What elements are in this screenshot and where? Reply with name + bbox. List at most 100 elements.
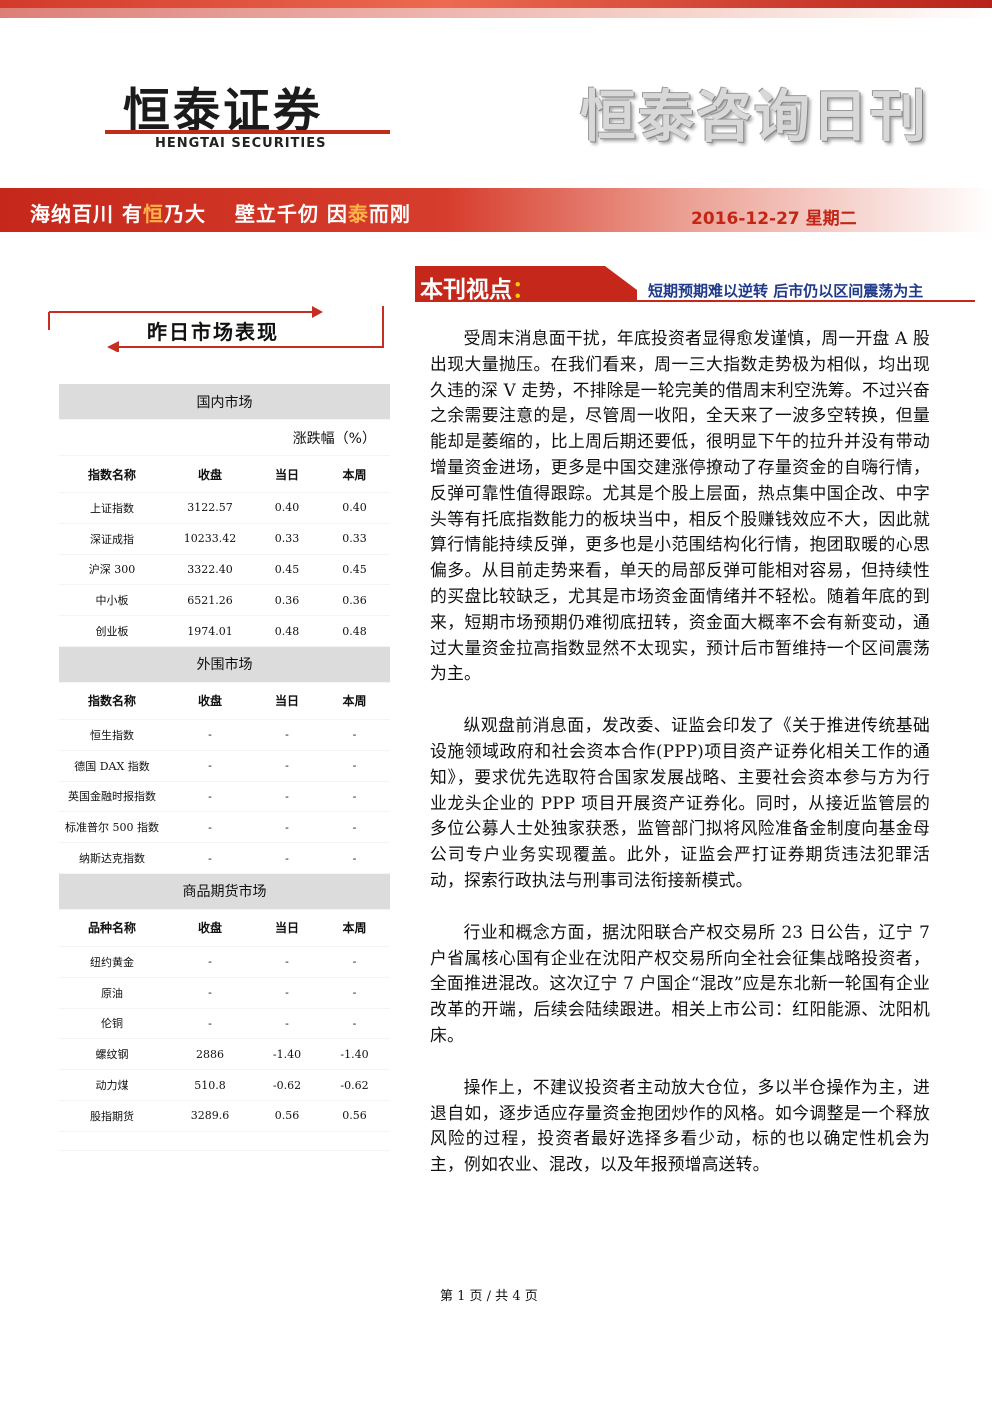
slogan: 海纳百川 有恒乃大 壁立千仞 因泰而刚: [30, 198, 411, 227]
table-cell: -: [255, 946, 319, 978]
column-header: 当日: [255, 909, 319, 947]
article-body: 受周末消息面干扰，年底投资者显得愈发谨慎，周一开盘 A 股出现大量抛压。在我们看…: [430, 326, 930, 1204]
table-cell: 0.33: [255, 523, 319, 555]
column-header: 指数名称: [59, 682, 165, 720]
table-cell: -: [319, 719, 390, 751]
section-title-row: 外围市场: [59, 646, 390, 683]
article-paragraph: 操作上，不建议投资者主动放大仓位，多以半仓操作为主，进退自如，逐步适应存量资金抱…: [430, 1076, 930, 1175]
table-cell: -: [255, 977, 319, 1009]
table-cell: -: [319, 750, 390, 782]
table-row: 纽约黄金---: [59, 946, 390, 978]
top-accent-fade: [0, 8, 992, 18]
hengtai-logo: 恒泰证券 HENGTAI SECURITIES: [105, 72, 390, 162]
publication-title: 恒泰咨询日刊: [580, 85, 928, 150]
table-cell: -: [165, 781, 255, 813]
table-row: 德国 DAX 指数---: [59, 750, 390, 782]
table-cell: 3289.6: [165, 1100, 255, 1132]
article-paragraph: 受周末消息面干扰，年底投资者显得愈发谨慎，周一开盘 A 股出现大量抛压。在我们看…: [430, 328, 930, 684]
panel-frame-arrows: [48, 306, 384, 352]
table-cell: 创业板: [59, 615, 165, 647]
table-cell: -0.62: [319, 1069, 390, 1101]
table-cell: -: [319, 781, 390, 813]
table-cell: -: [255, 1008, 319, 1040]
table-cell: 0.36: [319, 584, 390, 617]
table-cell: 0.56: [255, 1100, 319, 1132]
table-cell: 标准普尔 500 指数: [59, 811, 165, 844]
table-cell: -: [255, 781, 319, 813]
column-header: 收盘: [165, 682, 255, 720]
viewpoint-header-bg: [415, 266, 975, 302]
spacer-cell: [59, 1131, 390, 1151]
table-cell: -: [165, 842, 255, 874]
table-cell: 3122.57: [165, 492, 255, 524]
table-row: 纳斯达克指数---: [59, 842, 390, 874]
table-cell: 0.48: [319, 615, 390, 647]
section-title: 商品期货市场: [59, 873, 390, 910]
column-header: 收盘: [165, 909, 255, 947]
viewpoint-headline: 短期预期难以逆转 后市仍以区间震荡为主: [648, 282, 924, 300]
article-paragraph: 行业和概念方面，据沈阳联合产权交易所 23 日公告，辽宁 7 户省属核心国有企业…: [430, 921, 930, 1045]
table-cell: 3322.40: [165, 554, 255, 586]
table-cell: -: [319, 842, 390, 874]
top-accent-bar: [0, 0, 992, 8]
table-row: 伦铜---: [59, 1008, 390, 1040]
viewpoint-label: 本刊视点：: [420, 270, 535, 304]
table-cell: 0.36: [255, 584, 319, 617]
section-title-row: 商品期货市场: [59, 873, 390, 910]
table-cell: 恒生指数: [59, 719, 165, 751]
section-title: 外围市场: [59, 646, 390, 683]
table-cell: 2886: [165, 1038, 255, 1071]
table-cell: -: [319, 1008, 390, 1040]
table-cell: 股指期货: [59, 1100, 165, 1132]
table-cell: 6521.26: [165, 584, 255, 617]
table-cell: 德国 DAX 指数: [59, 750, 165, 782]
brand-name-en: HENGTAI SECURITIES: [155, 136, 327, 151]
column-header: 收盘: [165, 455, 255, 493]
table-cell: 0.48: [255, 615, 319, 647]
table-cell: -: [255, 811, 319, 844]
market-panel-title: 昨日市场表现: [147, 320, 279, 344]
section-title: 国内市场: [59, 384, 390, 420]
table-cell: -: [165, 750, 255, 782]
table-cell: -: [165, 977, 255, 1009]
column-header: 本周: [319, 909, 390, 947]
table-cell: 1974.01: [165, 615, 255, 647]
slogan-highlight: 恒: [142, 202, 164, 226]
table-cell: -: [165, 719, 255, 751]
table-cell: 0.40: [255, 492, 319, 524]
slogan-highlight: 泰: [347, 202, 369, 226]
table-header-row: 品种名称收盘当日本周: [59, 909, 390, 947]
slogan-banner: [0, 188, 992, 232]
issue-date: 2016-12-27 星期二: [691, 209, 857, 229]
table-cell: 纽约黄金: [59, 946, 165, 978]
column-header: 指数名称: [59, 455, 165, 493]
column-header: 本周: [319, 682, 390, 720]
table-cell: 纳斯达克指数: [59, 842, 165, 874]
table-cell: 510.8: [165, 1069, 255, 1101]
table-cell: -: [255, 719, 319, 751]
table-cell: 上证指数: [59, 492, 165, 524]
table-cell: 动力煤: [59, 1069, 165, 1101]
column-header: 本周: [319, 455, 390, 493]
table-cell: -: [165, 811, 255, 844]
unit-label: 涨跌幅（%）: [59, 419, 390, 456]
table-cell: -: [165, 946, 255, 978]
section-title-row: 国内市场: [59, 384, 390, 420]
table-cell: -0.62: [255, 1069, 319, 1101]
table-cell: -: [319, 977, 390, 1009]
table-cell: -1.40: [319, 1038, 390, 1071]
table-cell: 0.33: [319, 523, 390, 555]
table-cell: -: [319, 811, 390, 844]
table-cell: 原油: [59, 977, 165, 1009]
table-cell: 沪深 300: [59, 554, 165, 586]
slogan-part: 海纳百川 有: [30, 202, 143, 226]
table-cell: -: [255, 842, 319, 874]
viewpoint-label-text: 本刊视点: [420, 277, 512, 303]
page-number: 第 1 页 / 共 4 页: [440, 1289, 538, 1304]
